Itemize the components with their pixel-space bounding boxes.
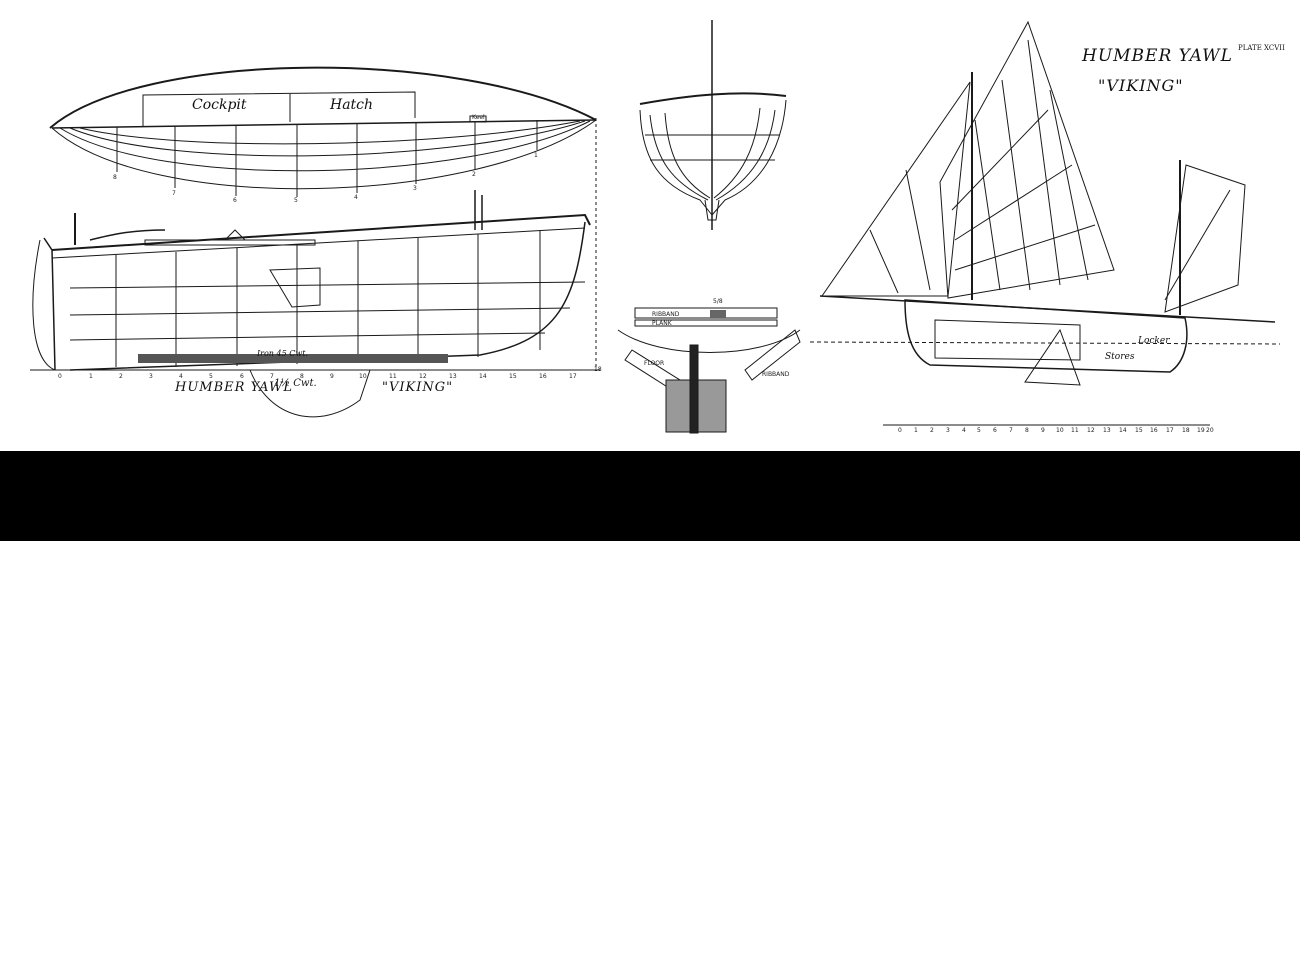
technical-drawing-plate: PLATE XCVII HUMBER YAWL "VIKING" HUMBER … [0,0,1300,451]
iron-keel-note: Iron 45 Cwt. [257,349,308,358]
hull-scale-tick: 2 [119,373,123,380]
hull-scale-tick: 16 [539,373,547,380]
alamy-logo: alamy [48,919,200,973]
hull-scale-tick: 5 [209,373,213,380]
sail-scale-tick: 15 [1135,427,1143,434]
station-number: 8 [113,174,117,181]
sail-scale-tick: 2 [930,427,934,434]
sail-scale-tick: 7 [1009,427,1013,434]
sail-scale-tick: 14 [1119,427,1127,434]
sail-scale-tick: 0 [898,427,902,434]
sail-scale-tick: 19 [1197,427,1205,434]
subtitle-right: "VIKING" [1098,76,1184,95]
station-number: 4 [354,194,358,201]
station-number: 1 [534,152,538,159]
sail-scale-tick: 17 [1166,427,1174,434]
ribband-lower-label: RIBBAND [762,371,790,378]
locker-label: Locker [1138,336,1170,346]
sail-scale-tick: 16 [1150,427,1158,434]
watermark-banner: alamy FPFKYH www.alamy.com [0,451,1300,973]
hull-scale-tick: 18 [594,366,602,373]
sail-scale-tick: 5 [977,427,981,434]
stores-label: Stores [1105,352,1135,362]
profile-drawing [30,190,600,418]
keel-label: Keel [472,114,485,121]
hull-scale-tick: 10 [359,373,367,380]
station-number: 5 [294,197,298,204]
sail-scale-tick: 3 [946,427,950,434]
hull-scale-tick: 3 [149,373,153,380]
hatch-label: Hatch [330,97,374,113]
body-plan-drawing [639,20,787,230]
sail-scale-tick: 6 [993,427,997,434]
line-drawings [30,20,1281,434]
hull-scale-tick: 11 [389,373,397,380]
dimension-label: 5/8 [713,298,723,305]
plate-number: PLATE XCVII [1238,44,1285,52]
hull-scale-tick: 12 [419,373,427,380]
station-number: 3 [413,185,417,192]
subtitle-left: "VIKING" [382,380,454,395]
sail-scale-tick: 4 [962,427,966,434]
sail-scale-tick: 20 [1206,427,1214,434]
station-number: 6 [233,197,237,204]
sail-scale-tick: 11 [1071,427,1079,434]
plank-label: PLANK [652,320,672,327]
hull-scale-tick: 13 [449,373,457,380]
hull-scale-tick: 6 [240,373,244,380]
ballast-note: 1½ Cwt. [274,378,317,389]
floor-label: FLOOR [644,360,665,367]
sail-scale-tick: 10 [1056,427,1064,434]
site-url: www.alamy.com [1095,954,1216,972]
hull-scale-tick: 4 [179,373,183,380]
deck-plan-drawing [49,66,597,370]
sail-scale-tick: 12 [1087,427,1095,434]
cockpit-label: Cockpit [192,97,247,113]
hull-scale-tick: 14 [479,373,487,380]
station-number: 2 [472,171,476,178]
sail-scale-tick: 1 [914,427,918,434]
title-right: HUMBER YAWL [1082,46,1233,66]
sail-scale-tick: 13 [1103,427,1111,434]
ribband-label: RIBBAND [652,311,680,318]
hull-scale-tick: 0 [58,373,62,380]
station-number: 7 [172,190,176,197]
hull-scale-tick: 8 [300,373,304,380]
sail-scale-tick: 9 [1041,427,1045,434]
image-id: FPFKYH [1095,929,1162,947]
construction-section-drawing [617,307,801,434]
sail-scale-tick: 18 [1182,427,1190,434]
title-left: HUMBER YAWL [175,380,293,395]
hull-scale-tick: 15 [509,373,517,380]
hull-scale-tick: 7 [270,373,274,380]
hull-scale-tick: 17 [569,373,577,380]
hull-scale-tick: 9 [330,373,334,380]
sail-scale-tick: 8 [1025,427,1029,434]
sail-plan-drawing [809,20,1281,426]
hull-scale-tick: 1 [89,373,93,380]
